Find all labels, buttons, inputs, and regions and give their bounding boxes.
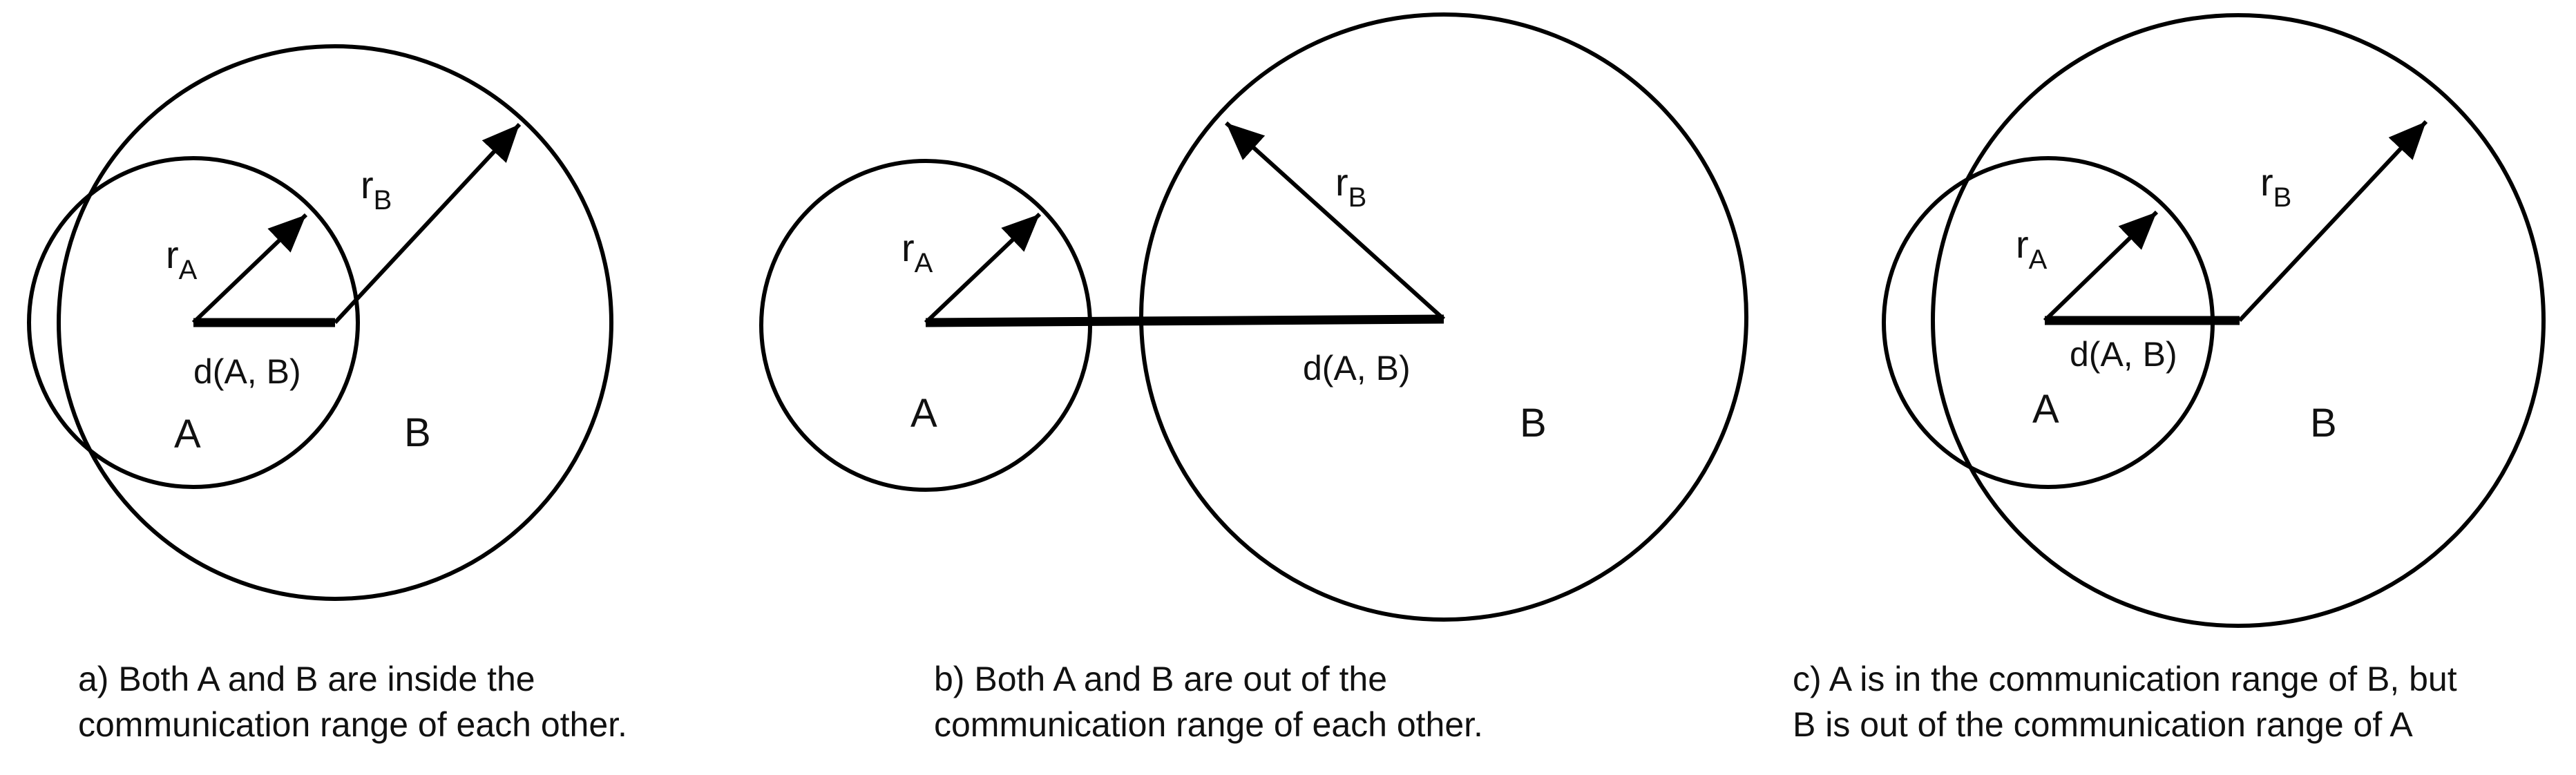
node-label-a: A [910, 391, 937, 436]
panel-b: rA rB d(A, B) A B [759, 12, 1748, 622]
radius-arrow-a [924, 212, 1042, 325]
radius-arrow-b [1224, 121, 1446, 321]
radius-label-b: rB [2260, 160, 2291, 213]
caption-line: b) Both A and B are out of the [934, 660, 1388, 698]
distance-label: d(A, B) [2070, 335, 2177, 374]
node-label-a: A [2032, 387, 2059, 432]
node-label-b: B [2310, 401, 2337, 446]
caption-b: b) Both A and B are out of the communica… [934, 656, 1483, 747]
range-circle-b [57, 44, 613, 601]
radius-label-b: rB [1335, 160, 1366, 213]
node-label-b: B [404, 410, 431, 455]
distance-label: d(A, B) [1303, 349, 1411, 387]
panel-a: rA rB d(A, B) A B [27, 44, 613, 601]
caption-c: c) A is in the communication range of B,… [1793, 656, 2457, 747]
distance-label: d(A, B) [193, 352, 301, 391]
caption-line: a) Both A and B are inside the [78, 660, 535, 698]
caption-line: c) A is in the communication range of B,… [1793, 660, 2457, 698]
distance-line [925, 314, 1444, 327]
node-label-b: B [1520, 401, 1547, 446]
radius-arrow-a [2043, 210, 2159, 323]
panel-c: rA rB d(A, B) A B [1882, 13, 2546, 628]
range-circle-b [1931, 13, 2546, 628]
caption-line: communication range of each other. [78, 705, 627, 744]
radius-arrow-b [333, 122, 522, 325]
caption-a: a) Both A and B are inside the communica… [78, 656, 627, 747]
node-label-a: A [174, 412, 201, 457]
radius-label-a: rA [166, 233, 198, 285]
radius-arrow-a [191, 213, 308, 325]
range-circle-a [27, 156, 360, 489]
radius-label-a: rA [2016, 222, 2048, 275]
caption-line: communication range of each other. [934, 705, 1483, 744]
radius-label-b: rB [361, 163, 392, 216]
caption-line: B is out of the communication range of A [1793, 705, 2413, 744]
radius-label-a: rA [901, 226, 933, 278]
radius-arrow-b [2238, 119, 2428, 323]
